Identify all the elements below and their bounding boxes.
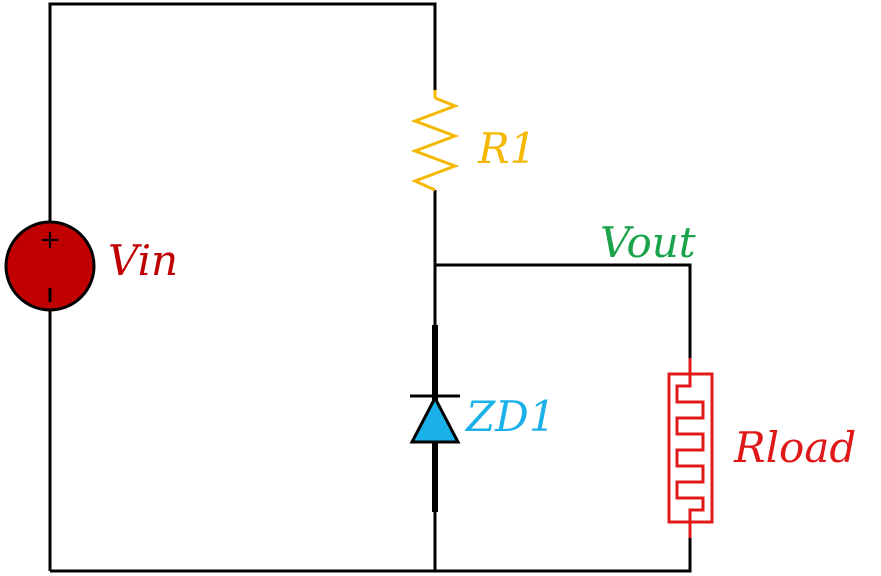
vin-label: Vin — [108, 236, 179, 285]
load-resistor — [667, 358, 714, 538]
vout-label: Vout — [600, 218, 696, 267]
rload-label: Rload — [734, 423, 857, 472]
voltage-source-body — [4, 220, 96, 312]
wire-bottom — [50, 538, 692, 573]
r1-zigzag — [410, 96, 460, 192]
zd1-label: ZD1 — [466, 392, 556, 441]
voltage-source: + — [4, 220, 96, 312]
zener-triangle — [409, 394, 461, 444]
resistor-r1 — [410, 90, 460, 192]
wire-vout-branch — [435, 263, 692, 358]
wire-top-loop — [48, 2, 437, 222]
source-plus-sign: + — [39, 225, 61, 255]
wires — [48, 2, 692, 573]
rload-meander — [675, 374, 705, 522]
rload-box — [667, 372, 714, 524]
zener-diode — [409, 325, 461, 512]
r1-label: R1 — [478, 124, 537, 173]
